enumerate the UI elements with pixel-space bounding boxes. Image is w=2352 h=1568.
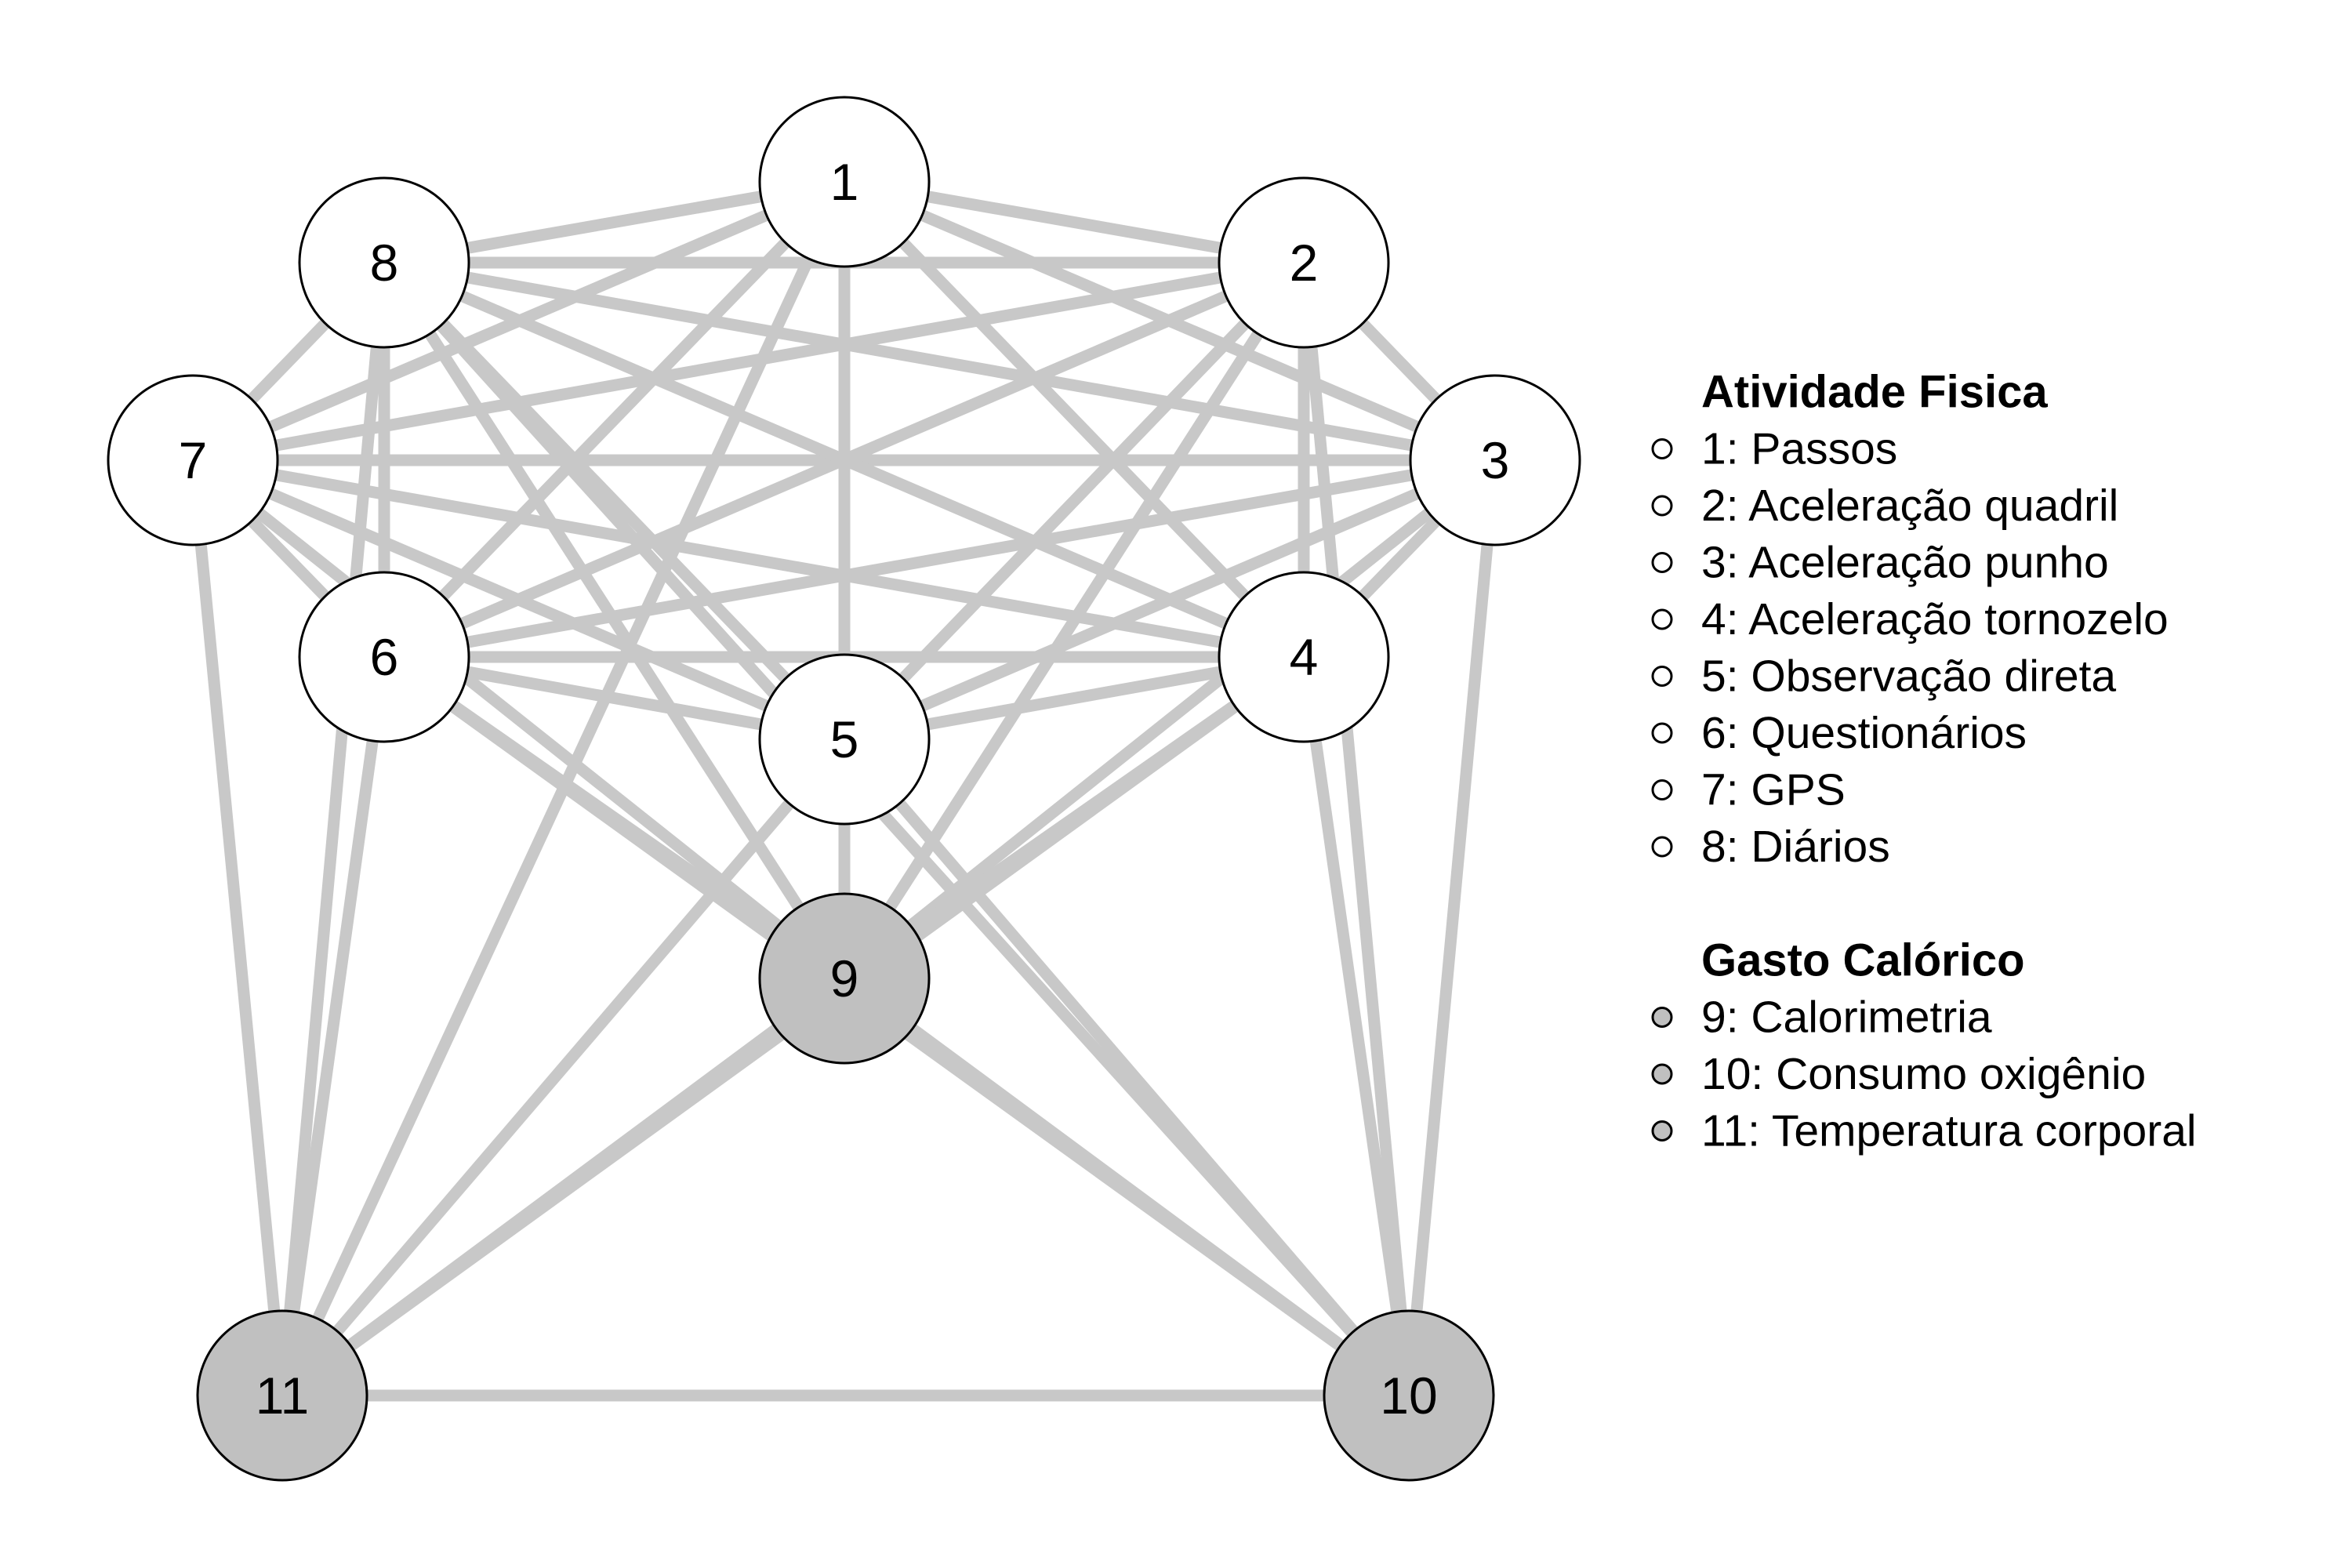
edge-8-9 xyxy=(379,259,850,982)
legend-marker xyxy=(1651,1007,1673,1028)
node-label-1: 1 xyxy=(830,153,859,211)
legend-item: 5: Observação direta xyxy=(1701,652,2116,702)
nodes-layer: 1 2 3 4 5 6 7 8 9 10 11 xyxy=(107,96,1581,1482)
legend-marker xyxy=(1651,608,1673,630)
legend-marker xyxy=(1651,552,1673,573)
edge-5-7 xyxy=(191,455,847,745)
edge-4-10 xyxy=(1298,655,1415,1397)
node-circle-6 xyxy=(298,571,470,743)
legend-item: 3: Aceleração punho xyxy=(1701,538,2109,588)
edge-5-11 xyxy=(278,735,849,1399)
legend-marker xyxy=(1651,779,1673,800)
node-circle-7 xyxy=(107,374,279,546)
node-label-5: 5 xyxy=(830,710,859,768)
node-circle-8 xyxy=(298,176,470,349)
node-circle-1 xyxy=(758,96,931,268)
node-10: 10 xyxy=(1323,1309,1495,1482)
node-circle-9 xyxy=(758,892,931,1065)
legend-marker xyxy=(1651,438,1673,459)
legend-item: 10: Consumo oxigênio xyxy=(1701,1049,2146,1099)
legend-item: 8: Diários xyxy=(1701,822,1890,872)
legend-item: 1: Passos xyxy=(1701,424,1897,474)
edge-8-11 xyxy=(276,262,390,1396)
node-label-3: 3 xyxy=(1481,431,1510,489)
node-3: 3 xyxy=(1409,374,1581,546)
edge-3-8 xyxy=(383,256,1497,466)
node-label-2: 2 xyxy=(1290,234,1319,292)
legend-item: 11: Temperatura corporal xyxy=(1701,1106,2197,1156)
edge-8-10 xyxy=(379,258,1414,1400)
node-2: 2 xyxy=(1218,176,1390,349)
edge-9-11 xyxy=(278,973,848,1401)
edge-3-10 xyxy=(1403,459,1501,1396)
node-6: 6 xyxy=(298,571,470,743)
node-11: 11 xyxy=(196,1309,368,1482)
legend-marker xyxy=(1651,1120,1673,1142)
legend-marker xyxy=(1651,495,1673,517)
node-label-9: 9 xyxy=(830,949,859,1007)
edge-9-10 xyxy=(840,973,1413,1401)
node-1: 1 xyxy=(758,96,931,268)
edge-7-9 xyxy=(189,456,848,983)
edge-2-7 xyxy=(191,256,1305,466)
node-9: 9 xyxy=(758,892,931,1065)
legend-item: 2: Aceleração quadril xyxy=(1701,481,2118,531)
edge-7-11 xyxy=(187,459,289,1396)
legend-item: 4: Aceleração tornozelo xyxy=(1701,594,2169,644)
legend-item: 7: GPS xyxy=(1701,765,1846,815)
node-7: 7 xyxy=(107,374,279,546)
node-circle-2 xyxy=(1218,176,1390,349)
node-label-10: 10 xyxy=(1380,1367,1437,1425)
legend-marker xyxy=(1651,836,1673,858)
edge-4-8 xyxy=(382,257,1306,662)
node-label-6: 6 xyxy=(370,628,399,686)
legend-item: 6: Questionários xyxy=(1701,708,2027,758)
node-circle-11 xyxy=(196,1309,368,1482)
node-label-11: 11 xyxy=(256,1367,310,1425)
node-label-7: 7 xyxy=(179,431,208,489)
edge-2-10 xyxy=(1298,262,1415,1396)
node-circle-10 xyxy=(1323,1309,1495,1482)
legend-marker xyxy=(1651,722,1673,744)
node-4: 4 xyxy=(1218,571,1390,743)
node-circle-5 xyxy=(758,653,931,826)
node-circle-4 xyxy=(1218,571,1390,743)
legend-item: 9: Calorimetria xyxy=(1701,993,1992,1043)
legend-title-gasto: Gasto Calórico xyxy=(1701,935,2025,986)
legend-marker xyxy=(1651,1063,1673,1085)
edge-4-7 xyxy=(191,454,1305,663)
legend: Atividade Fisica 1: Passos 2: Aceleração q… xyxy=(1651,367,2197,1156)
node-circle-3 xyxy=(1409,374,1581,546)
legend-marker xyxy=(1651,666,1673,687)
node-label-4: 4 xyxy=(1290,628,1319,686)
legend-title-atividade: Atividade Fisica xyxy=(1701,367,2048,418)
edge-6-11 xyxy=(276,655,390,1397)
node-8: 8 xyxy=(298,176,470,349)
node-5: 5 xyxy=(758,653,931,826)
node-label-8: 8 xyxy=(370,234,399,292)
